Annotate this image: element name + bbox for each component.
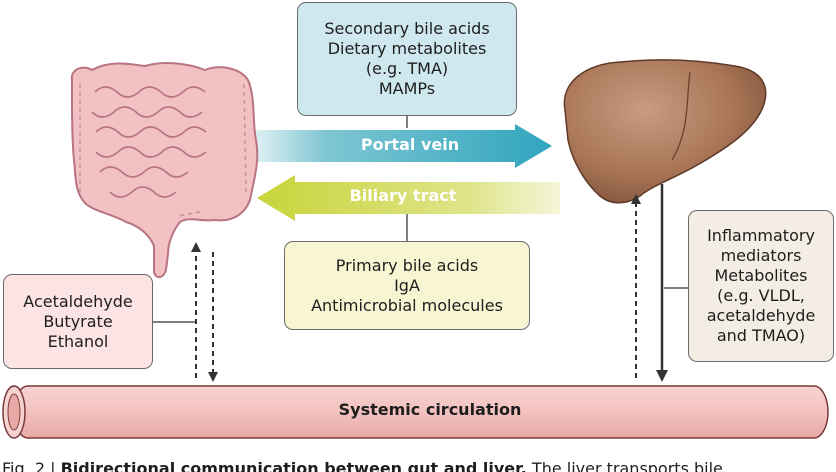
box-line: Secondary bile acids [324,19,490,38]
box-line: IgA [394,275,420,295]
box-line: mediators [720,246,802,265]
figure-caption: Fig. 2 | Bidirectional communication bet… [2,456,836,472]
box-line: and TMAO) [716,326,806,345]
biliary-tract-label: Biliary tract [349,186,457,205]
caption-title: Bidirectional communication between gut … [60,459,527,472]
box-line: Inflammatory [707,226,815,245]
systemic-circulation-vessel [2,385,829,439]
box-line: (e.g. TMA) [365,59,449,78]
box-line: acetaldehyde [706,306,816,325]
portal-vein-arrow [250,124,552,168]
box-line: Butyrate [43,311,113,331]
box-line: Acetaldehyde [23,291,133,311]
box-line: MAMPs [378,79,436,98]
portal-vein-label: Portal vein [360,135,460,154]
box-line: Metabolites [714,266,808,285]
box-line: Antimicrobial molecules [311,295,503,315]
systemic-circulation-label: Systemic circulation [338,400,522,419]
liver-illustration [563,59,767,204]
box-line: Primary bile acids [335,255,479,275]
caption-rest: The liver transports bile [526,459,723,472]
box-line: Dietary metabolites [327,39,487,58]
box-line: Ethanol [47,331,109,351]
intestine-illustration [70,62,259,278]
biliary-tract-arrow [257,175,560,221]
box-line: (e.g. VLDL, [717,286,805,305]
caption-prefix: Fig. 2 | [2,459,61,472]
